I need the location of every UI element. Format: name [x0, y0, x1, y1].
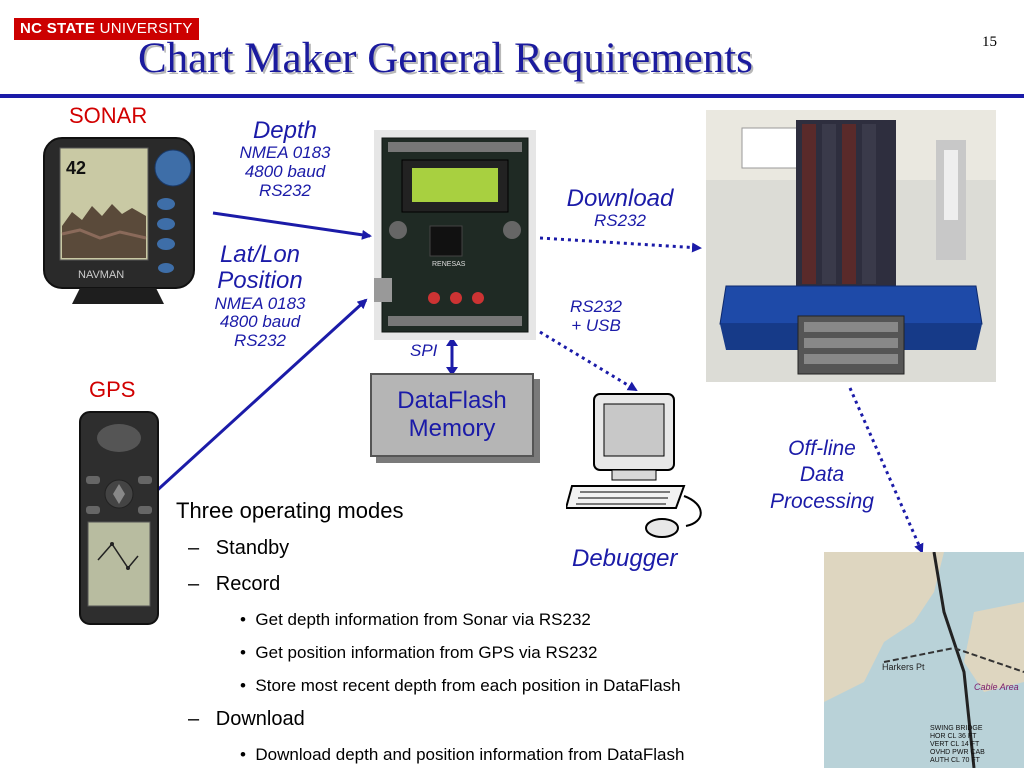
chart-text-2: HOR CL 36 FT [930, 733, 977, 740]
download-label: Download [566, 185, 674, 212]
depth-proto-1: NMEA 0183 [239, 143, 331, 163]
sonar-device-image: 42 NAVMAN [43, 137, 195, 304]
chart-text-4: OVHD PWR CAB [930, 749, 985, 756]
rs232-usb-label-group: RS232 + USB [556, 297, 636, 335]
latlon-label-group: Lat/Lon Position NMEA 0183 4800 baud RS2… [190, 241, 330, 351]
offline-label-group: Off-line Data Processing [752, 436, 892, 515]
mainframe-computer-image [706, 110, 996, 382]
chart-place-1: Harkers Pt [882, 662, 925, 672]
latlon-proto-3: RS232 [234, 331, 286, 351]
offline-line-2: Data [799, 463, 845, 487]
offline-line-3: Processing [770, 489, 874, 513]
download-proto: RS232 [594, 211, 646, 231]
dot-marker: • [240, 676, 256, 695]
chart-text-5: AUTH CL 70 FT [930, 757, 981, 764]
download-item-1-text: Download depth and position information … [255, 745, 685, 764]
depth-label: Depth [252, 117, 318, 144]
latlon-proto-1: NMEA 0183 [214, 293, 306, 313]
dataflash-line-1: DataFlash [397, 386, 507, 414]
page-number: 15 [982, 34, 997, 50]
latlon-label-1: Lat/Lon [219, 241, 301, 268]
dash-marker: – [188, 573, 216, 595]
download-arrow [539, 236, 702, 253]
spi-label: SPI [410, 341, 438, 360]
bullet-record: – Record [188, 573, 280, 596]
latlon-proto-2: 4800 baud [219, 312, 301, 332]
download-item-1: • Download depth and position informatio… [240, 745, 684, 765]
debug-arrow [539, 330, 638, 392]
bullet-main: Three operating modes [176, 498, 404, 523]
bullet-standby-text: Standby [215, 537, 290, 559]
board-brand: RENESAS [432, 261, 466, 268]
slide-title: Chart Maker General Requirements [138, 35, 753, 82]
latlon-label-2: Position [217, 267, 303, 295]
record-item-3: • Store most recent depth from each posi… [240, 676, 681, 696]
renesas-board-image: RENESAS [374, 130, 536, 340]
gps-label: GPS [89, 377, 136, 402]
dot-marker: • [240, 643, 256, 662]
sonar-label: SONAR [69, 103, 148, 128]
record-item-2: • Get position information from GPS via … [240, 643, 597, 663]
rs232-usb-line-2: + USB [571, 315, 621, 335]
record-item-2-text: Get position information from GPS via RS… [255, 643, 598, 662]
nautical-chart-image: Harkers Pt Cable Area SWING BRIDGE HOR C… [824, 552, 1024, 768]
chart-place-2: Cable Area [974, 682, 1019, 692]
bullet-download: – Download [188, 708, 305, 731]
download-label-group: Download RS232 [545, 185, 695, 231]
sonar-brand: NAVMAN [78, 269, 124, 281]
chart-text-1: SWING BRIDGE [930, 725, 983, 732]
depth-proto-3: RS232 [259, 180, 311, 200]
gps-to-board-arrow [150, 298, 368, 497]
dash-marker: – [188, 537, 216, 559]
record-item-1: • Get depth information from Sonar via R… [240, 610, 591, 630]
dash-marker: – [188, 708, 216, 730]
record-item-1-text: Get depth information from Sonar via RS2… [255, 610, 591, 629]
sonar-to-board-arrow [212, 211, 372, 240]
bullet-record-text: Record [215, 573, 281, 595]
gps-device-image [79, 411, 159, 625]
logo-bold-text: NC STATE [20, 20, 96, 37]
sonar-screen-depth: 42 [66, 158, 86, 178]
university-logo: NC STATE UNIVERSITY [14, 18, 199, 40]
chart-text-3: VERT CL 14 FT [930, 741, 980, 748]
dataflash-memory-box: DataFlash Memory [370, 373, 534, 457]
dot-marker: • [240, 745, 256, 764]
offline-line-1: Off-line [788, 437, 856, 460]
dataflash-line-2: Memory [408, 415, 496, 442]
bullet-download-text: Download [215, 708, 305, 730]
bullet-standby: – Standby [188, 537, 289, 560]
depth-label-group: Depth NMEA 0183 4800 baud RS232 [215, 117, 355, 200]
rs232-usb-line-1: RS232 [570, 297, 622, 316]
debugger-computer-image [566, 393, 702, 538]
dot-marker: • [240, 610, 256, 629]
offline-arrow [848, 387, 924, 554]
logo-rest-text: UNIVERSITY [95, 20, 193, 37]
record-item-3-text: Store most recent depth from each positi… [255, 676, 681, 695]
depth-proto-2: 4800 baud [244, 162, 326, 182]
debugger-label: Debugger [572, 545, 678, 572]
title-divider [0, 94, 1024, 98]
